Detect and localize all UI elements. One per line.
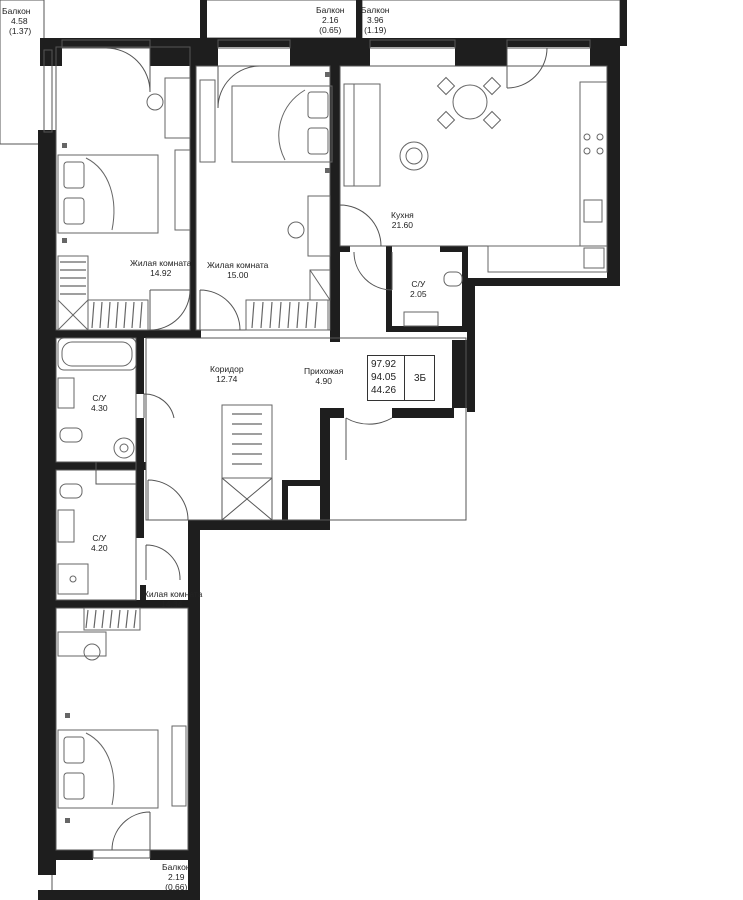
room-area: 4.20 (91, 543, 108, 553)
room-label-living1: Жилая комната 14.92 (130, 258, 191, 278)
room-label-hall: Прихожая 4.90 (304, 366, 343, 386)
balcony-label-top-mid: Балкон 2.16 (0.65) (316, 5, 345, 35)
room-name: С/У (92, 393, 107, 403)
room-label-living3: Жилая комната 14.34 (141, 589, 202, 609)
room-name: Жилая комната (141, 589, 203, 599)
room-area: 15.00 (227, 270, 249, 280)
room-label-wc1: С/У 4.30 (91, 393, 108, 413)
room-name: Жилая комната (130, 258, 192, 268)
area-summary: 97.92 94.05 44.26 3Б (367, 355, 435, 401)
balcony-reduced-area: (1.19) (364, 25, 387, 35)
hanger-marks (60, 261, 318, 629)
balcony-reduced-area: (0.65) (319, 25, 342, 35)
balcony-label-left: Балкон 4.58 (1.37) (2, 6, 31, 36)
balcony-name: Балкон (361, 5, 390, 15)
room-area: 4.90 (315, 376, 332, 386)
windows (43, 39, 591, 859)
room-label-corridor: Коридор 12.74 (210, 364, 244, 384)
balcony-name: Балкон (2, 6, 31, 16)
room-label-living2: Жилая комната 15.00 (207, 260, 268, 280)
room-area: 14.92 (150, 268, 172, 278)
balcony-name: Балкон (316, 5, 345, 15)
room-name: Прихожая (304, 366, 344, 376)
room-area: 12.74 (216, 374, 238, 384)
balcony-area: 2.19 (167, 872, 185, 882)
outlet-marks (62, 72, 330, 823)
apartment-type-code: 3Б (413, 372, 427, 384)
balcony-reduced-area: (1.37) (9, 26, 32, 36)
balcony-area: 3.96 (366, 15, 384, 25)
room-label-wc-kitchen: С/У 2.05 (410, 279, 427, 299)
total-area-no-balcony: 94.05 (371, 372, 397, 383)
room-name: Коридор (210, 364, 244, 374)
balcony-area: 2.16 (321, 15, 339, 25)
balcony-outlines (0, 0, 621, 900)
room-name: С/У (92, 533, 107, 543)
total-area: 97.92 (371, 359, 397, 370)
living-area: 44.26 (371, 385, 397, 396)
apartment-type: 3Б (404, 356, 435, 400)
room-label-wc2: С/У 4.20 (91, 533, 108, 553)
room-area: 4.30 (91, 403, 108, 413)
walls (38, 0, 627, 900)
door-swings (105, 47, 548, 851)
room-label-kitchen: Кухня 21.60 (391, 210, 414, 230)
room-area: 2.05 (410, 289, 427, 299)
balcony-area: 4.58 (11, 16, 28, 26)
room-name: Жилая комната (207, 260, 269, 270)
balcony-label-bottom: Балкон 2.19 (0.66) (162, 862, 191, 892)
furniture (57, 76, 608, 809)
room-area: 21.60 (391, 220, 414, 230)
balcony-label-top-right: Балкон 3.96 (1.19) (361, 5, 390, 35)
room-area: 14.34 (161, 599, 183, 609)
balcony-reduced-area: (0.66) (165, 882, 188, 892)
room-name: С/У (411, 279, 426, 289)
area-values: 97.92 94.05 44.26 (371, 358, 396, 397)
balcony-name: Балкон (162, 862, 191, 872)
room-name: Кухня (391, 210, 414, 220)
